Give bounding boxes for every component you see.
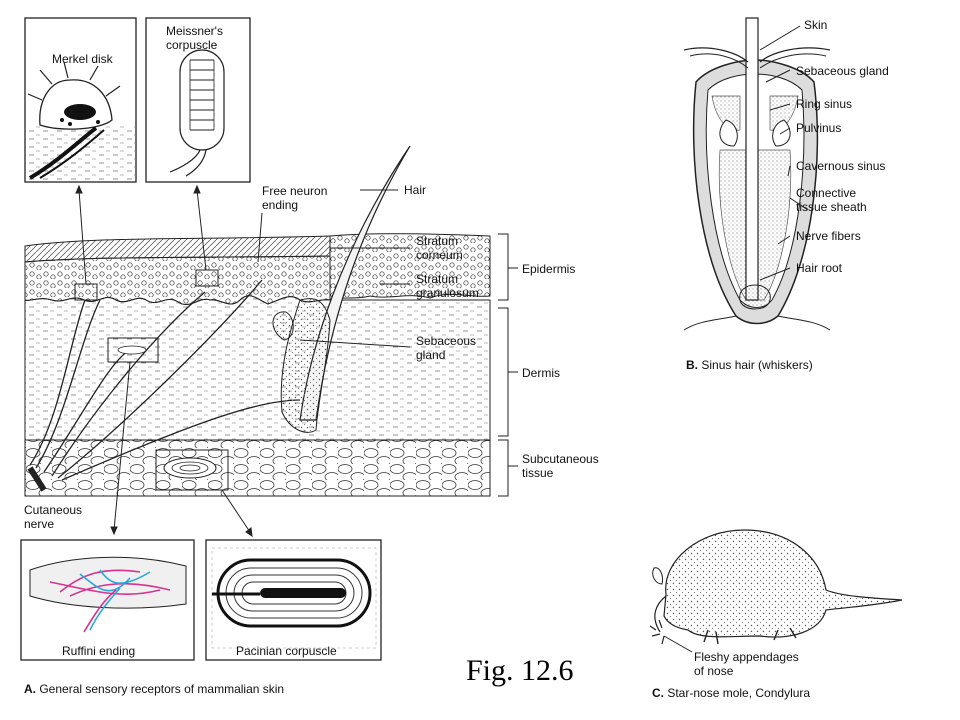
pacinian-inset — [205, 539, 382, 661]
merkel-disk-inset — [24, 17, 137, 183]
panel-a-letter: A. — [24, 682, 36, 696]
panel-b-caption: B. Sinus hair (whiskers) — [686, 358, 813, 372]
label-hair: Hair — [404, 183, 427, 197]
meissner-inset — [145, 17, 251, 183]
label-skin: Skin — [804, 18, 828, 32]
label-sebaceous-gland-b: Sebaceous gland — [796, 64, 889, 78]
ruffini-inset — [20, 539, 195, 661]
star-nosed-mole — [649, 529, 903, 645]
label-pulvinus: Pulvinus — [796, 121, 842, 135]
label-free-neuron-1: Free neuron — [262, 184, 328, 198]
label-fleshy-1: Fleshy appendages — [694, 650, 799, 664]
panel-c-leaders — [663, 635, 693, 653]
figure-number: Fig. 12.6 — [466, 654, 574, 687]
label-nerve-fibers: Nerve fibers — [796, 229, 861, 243]
callout-arrows — [75, 184, 253, 538]
label-cavernous-sinus: Cavernous sinus — [796, 159, 886, 173]
skin-block — [24, 145, 491, 497]
label-free-neuron-2: ending — [262, 198, 299, 212]
label-subcutaneous-2: tissue — [522, 466, 554, 480]
panel-b-caption-text: Sinus hair (whiskers) — [701, 358, 813, 372]
panel-b-leaders — [759, 25, 809, 281]
label-pacinian-corpuscle: Pacinian corpuscle — [236, 644, 337, 658]
label-cutaneous-nerve-2: nerve — [24, 517, 55, 531]
label-fleshy-2: of nose — [694, 664, 734, 678]
panel-c-caption-text: Star-nose mole, Condylura — [667, 686, 811, 700]
label-stratum-corneum-1: Stratum — [416, 234, 459, 248]
callout-boxes — [74, 269, 229, 491]
panel-a-leaders — [257, 189, 518, 497]
panel-a-caption: A. General sensory receptors of mammalia… — [24, 682, 284, 696]
label-stratum-corneum-2: corneum — [416, 248, 463, 262]
label-subcutaneous-1: Subcutaneous — [522, 452, 599, 466]
sinus-hair-diagram — [683, 17, 831, 331]
label-ruffini-ending: Ruffini ending — [62, 644, 136, 658]
label-sebaceous-2: gland — [416, 348, 446, 362]
label-stratum-granulosum-1: Stratum — [416, 272, 459, 286]
label-connective-2: tissue sheath — [796, 200, 867, 214]
label-stratum-granulosum-2: granulosum — [416, 286, 479, 300]
panel-c-caption: C. Star-nose mole, Condylura — [652, 686, 810, 700]
panel-b-letter: B. — [686, 358, 698, 372]
label-merkel-disk: Merkel disk — [52, 52, 113, 66]
label-sebaceous-1: Sebaceous — [416, 334, 477, 348]
label-cutaneous-nerve-1: Cutaneous — [24, 503, 83, 517]
panel-c-letter: C. — [652, 686, 664, 700]
panel-a-caption-text: General sensory receptors of mammalian s… — [39, 682, 285, 696]
label-meissner-1: Meissner's — [166, 24, 223, 38]
label-meissner-2: corpuscle — [166, 38, 218, 52]
label-connective-1: Connective — [796, 186, 857, 200]
label-ring-sinus: Ring sinus — [796, 97, 853, 111]
label-epidermis: Epidermis — [522, 262, 576, 276]
label-dermis: Dermis — [522, 366, 560, 380]
label-hair-root: Hair root — [796, 261, 843, 275]
